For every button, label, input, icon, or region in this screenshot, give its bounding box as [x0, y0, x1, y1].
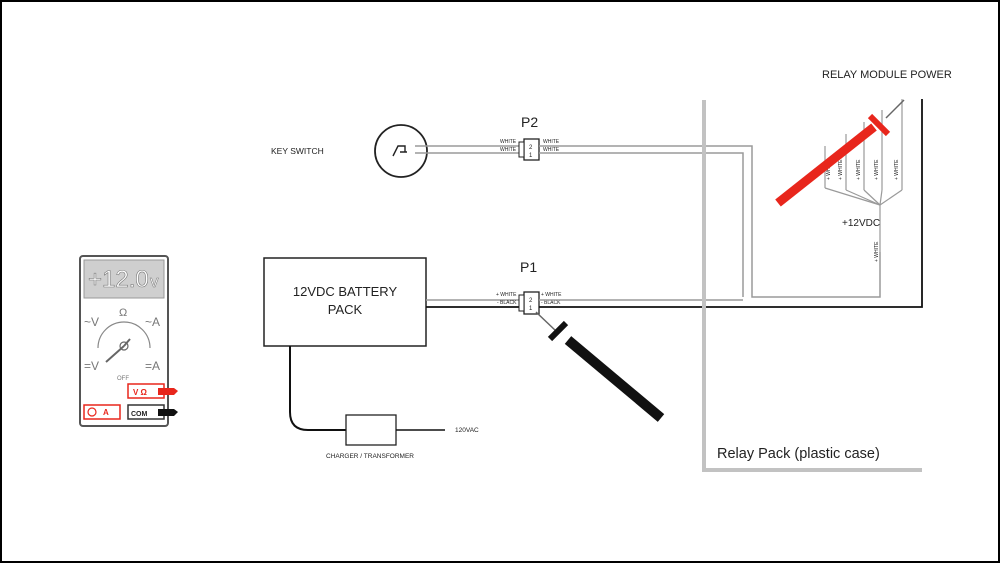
- dial-ac-v-label: ~V: [84, 315, 99, 329]
- jack-a[interactable]: [83, 404, 121, 420]
- black-probe-tip: [535, 311, 557, 332]
- relay-wire-label-4: + WHITE: [874, 159, 880, 180]
- p2-right-bottom-wire: WHITE: [543, 147, 560, 153]
- dial-off-label: OFF: [117, 376, 129, 382]
- battery-label-line2: PACK: [328, 302, 363, 317]
- dial-omega-label: Ω: [119, 307, 127, 319]
- relay-voltage-label: +12VDC: [842, 218, 880, 229]
- p2-pin-top: 2: [529, 145, 533, 151]
- battery-pack: [263, 257, 427, 347]
- key-switch-body: [374, 124, 428, 178]
- dial-dc-v-label: =V: [84, 359, 99, 373]
- dial-ac-a-label: ~A: [145, 315, 160, 329]
- ac-label: 120VAC: [455, 427, 479, 434]
- p2-right-top-wire: WHITE: [543, 139, 560, 145]
- dial[interactable]: [97, 321, 151, 363]
- relay-module-title: RELAY MODULE POWER: [822, 69, 952, 81]
- p1-left-top-wire: + WHITE: [496, 292, 517, 298]
- red-probe-tip: [885, 99, 905, 119]
- p1-pin-bottom: 1: [529, 306, 533, 312]
- jack-a-label: A: [103, 408, 109, 417]
- red-probe-guard: [867, 113, 891, 137]
- black-probe-guard: [547, 320, 569, 342]
- p1-right-bottom-wire: - BLACK: [541, 300, 561, 306]
- p1-pin-top: 2: [529, 298, 533, 304]
- dial-dc-a-label: =A: [145, 359, 160, 373]
- p1-left-bottom-wire: - BLACK: [497, 300, 517, 306]
- relay-fanout: [824, 99, 903, 252]
- wire-battery-charger: [289, 346, 346, 431]
- key-switch[interactable]: [374, 124, 428, 178]
- p1-connector-tab: [518, 294, 525, 312]
- black-probe[interactable]: [535, 311, 665, 422]
- p2-left-top-wire: WHITE: [500, 139, 517, 145]
- black-probe-body: [564, 336, 665, 422]
- wire-p1-relay-negative: [539, 99, 923, 308]
- p2-left-bottom-wire: WHITE: [500, 147, 517, 153]
- relay-wire-label-3: + WHITE: [856, 159, 862, 180]
- red-lead-plug: [158, 388, 178, 395]
- relay-input-wire-label: + WHITE: [874, 241, 880, 262]
- wire-p2-relay-bottom: [539, 152, 744, 297]
- key-switch-label: KEY SWITCH: [271, 146, 324, 156]
- red-probe[interactable]: [775, 99, 905, 207]
- dial-pointer-tip: [123, 338, 131, 347]
- relay-wire-label-2: + WHITE: [838, 159, 844, 180]
- p2-pin-bottom: 1: [529, 153, 533, 159]
- meter-reading: +12.0: [88, 266, 149, 293]
- p2-connector-tab: [518, 141, 525, 158]
- black-lead-plug: [158, 409, 178, 416]
- multimeter: +12.0 v Ω ~V ~A =V =A OFF V Ω A COM: [79, 255, 178, 427]
- key-icon: [392, 145, 407, 157]
- p1-right-top-wire: + WHITE: [541, 292, 562, 298]
- relay-pack-label: Relay Pack (plastic case): [717, 446, 880, 462]
- p1-label: P1: [520, 259, 537, 275]
- relay-pack-case: [702, 100, 922, 472]
- dial-pointer: [105, 345, 125, 363]
- p2-label: P2: [521, 114, 538, 130]
- relay-wire-label-5: + WHITE: [894, 159, 900, 180]
- battery-label-line1: 12VDC BATTERY: [293, 284, 398, 299]
- wire-p2-relay-top: [539, 145, 881, 298]
- red-probe-body: [775, 123, 877, 207]
- jack-a-socket: [87, 407, 97, 417]
- jack-vohm-label: V Ω: [133, 388, 148, 397]
- multimeter-display: [83, 259, 165, 299]
- charger-transformer: [345, 414, 397, 446]
- relay-wire-label-1: + WHITE: [826, 159, 832, 180]
- jack-com-label: COM: [131, 411, 148, 418]
- charger-label: CHARGER / TRANSFORMER: [326, 453, 414, 460]
- meter-unit: v: [150, 272, 159, 291]
